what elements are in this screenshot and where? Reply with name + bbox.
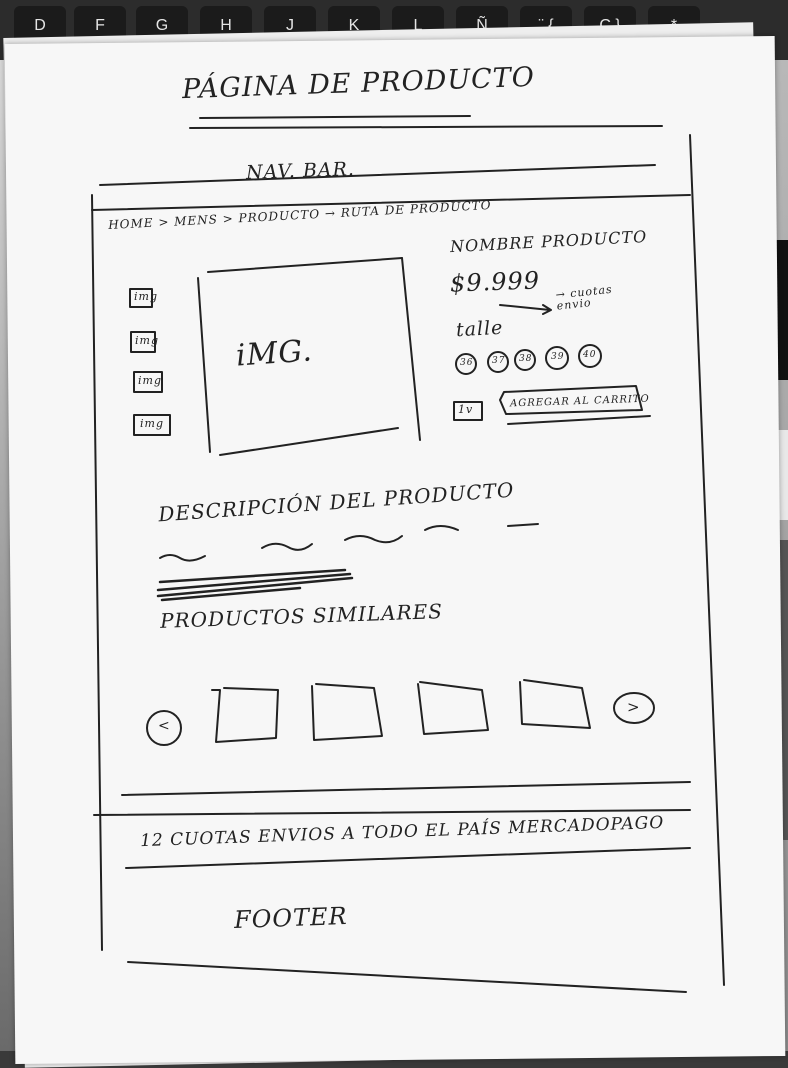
main-image-bottom [219, 427, 399, 456]
carousel-prev-circle [146, 710, 182, 746]
main-image-top [207, 257, 403, 273]
thumbnail-label: img [138, 374, 162, 387]
size-option[interactable]: 37 [492, 356, 506, 366]
size-circle [455, 353, 477, 375]
carousel-item-box [417, 681, 489, 735]
size-option[interactable]: 39 [551, 352, 565, 362]
thumbnail-label: img [135, 334, 159, 347]
main-image-right [401, 257, 421, 441]
placeholder-text-squiggle [261, 542, 313, 551]
carousel-prev-button[interactable]: < [158, 718, 171, 734]
quantity-box [453, 401, 483, 421]
promo-bar-top-line [121, 781, 691, 796]
navbar-label: NAV. BAR. [245, 158, 356, 184]
product-price: $9.999 [449, 266, 541, 298]
frame-left-border [91, 194, 103, 951]
carousel-next-button[interactable]: > [627, 698, 641, 716]
promo-bar-bottom-line [125, 847, 691, 869]
footer-bottom-line [127, 961, 687, 993]
frame-right-border [689, 134, 725, 986]
thumbnail-label: img [134, 290, 158, 303]
scribble-out [156, 568, 354, 602]
thumbnail-box [133, 414, 171, 436]
arrow-icon [499, 304, 552, 315]
promo-bar-top-line-2 [93, 809, 691, 816]
size-option[interactable]: 38 [519, 354, 533, 364]
thumbnail-box [129, 288, 153, 308]
size-circle [545, 346, 569, 370]
carousel-item-box [311, 683, 383, 741]
placeholder-text-squiggle [424, 525, 459, 531]
size-option[interactable]: 36 [460, 358, 474, 368]
main-image-label: iMG. [234, 333, 314, 374]
size-circle [487, 351, 509, 373]
title-underline [199, 115, 471, 119]
thumbnail-box [130, 331, 156, 353]
size-label: talle [455, 316, 504, 342]
carousel-item-box [519, 679, 591, 729]
placeholder-text-squiggle [344, 535, 403, 544]
placeholder-text-squiggle [507, 523, 539, 527]
size-circle [514, 349, 536, 371]
carousel-item-box [211, 687, 279, 743]
thumbnail-label: img [140, 417, 164, 430]
placeholder-text-squiggle [159, 554, 206, 562]
navbar-top-line [99, 164, 656, 186]
thumbnail-box [133, 371, 163, 393]
title-underline-2 [189, 125, 663, 129]
add-to-cart-box [499, 385, 643, 415]
main-image-left [197, 277, 211, 453]
navbar-bottom-line [91, 194, 691, 211]
size-circle [578, 344, 602, 368]
quantity-selector[interactable]: 1v [458, 403, 474, 416]
carousel-next-circle [613, 692, 655, 724]
add-to-cart-underline [507, 415, 651, 425]
footer-label: FOOTER [233, 902, 349, 934]
size-option[interactable]: 40 [583, 350, 597, 360]
